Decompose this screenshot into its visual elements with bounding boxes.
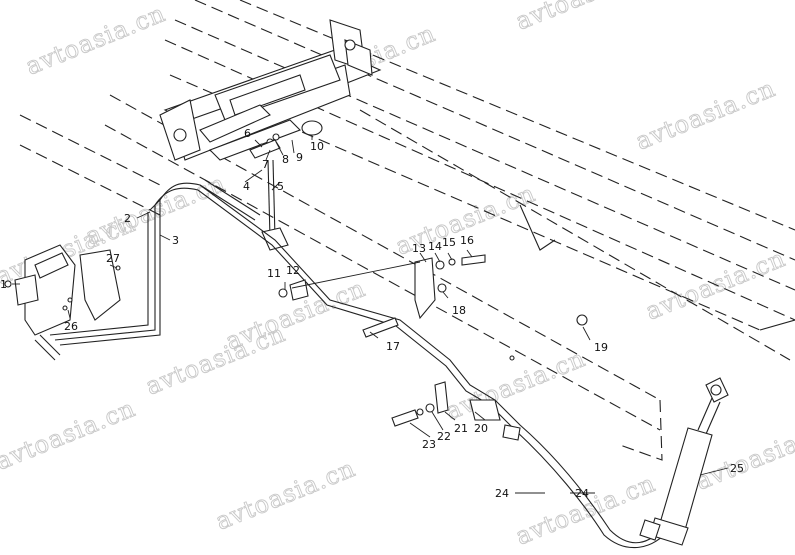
callout-6: 6 (244, 127, 251, 140)
tilt-cylinder (639, 377, 729, 546)
pipe-clamp (391, 381, 521, 441)
callout-12: 12 (286, 264, 300, 277)
callout-18: 18 (452, 304, 466, 317)
callout-13: 13 (412, 242, 426, 255)
mounting-bracket (278, 254, 588, 361)
callout-14: 14 (428, 240, 442, 253)
callout-4: 4 (243, 180, 250, 193)
watermark: avtoasia.cn (632, 74, 780, 155)
watermark: avtoasia.cn (0, 394, 140, 475)
watermark: avtoasia.cn (142, 319, 290, 400)
callout-1: 1 (0, 278, 7, 291)
watermark: avtoasia.cn (442, 344, 590, 425)
callout-19: 19 (594, 341, 608, 354)
callout-25: 25 (730, 462, 744, 475)
callout-15: 15 (442, 236, 456, 249)
callout-2: 2 (124, 212, 131, 225)
callout-24: 24 (495, 487, 509, 500)
watermark: avtoasia.cn (212, 454, 360, 535)
hand-pump-assembly (4, 244, 121, 336)
callout-23: 23 (422, 438, 436, 451)
callout-27: 27 (106, 252, 120, 265)
callout-9: 9 (296, 151, 303, 164)
callout-22: 22 (437, 430, 451, 443)
callout-26: 26 (64, 320, 78, 333)
callout-5: 5 (277, 180, 284, 193)
callout-labels: 1 2 3 4 5 6 7 8 9 10 11 12 13 14 15 16 1… (0, 127, 744, 500)
callout-8: 8 (282, 153, 289, 166)
callout-24b: 24 (575, 487, 589, 500)
watermark: avtoasia.cn (512, 469, 660, 550)
cab-hinge-bracket (159, 19, 382, 251)
watermark: avtoasia.cn (22, 0, 170, 81)
watermark: avtoasia.cn (512, 0, 660, 36)
watermark: avtoasia.cn (692, 414, 795, 495)
callout-21: 21 (454, 422, 468, 435)
leader-lines (12, 135, 729, 494)
callout-3: 3 (172, 234, 179, 247)
callout-20: 20 (474, 422, 488, 435)
callout-11: 11 (267, 267, 281, 280)
callout-16: 16 (460, 234, 474, 247)
callout-17: 17 (386, 340, 400, 353)
callout-10: 10 (310, 140, 324, 153)
callout-7: 7 (262, 158, 269, 171)
